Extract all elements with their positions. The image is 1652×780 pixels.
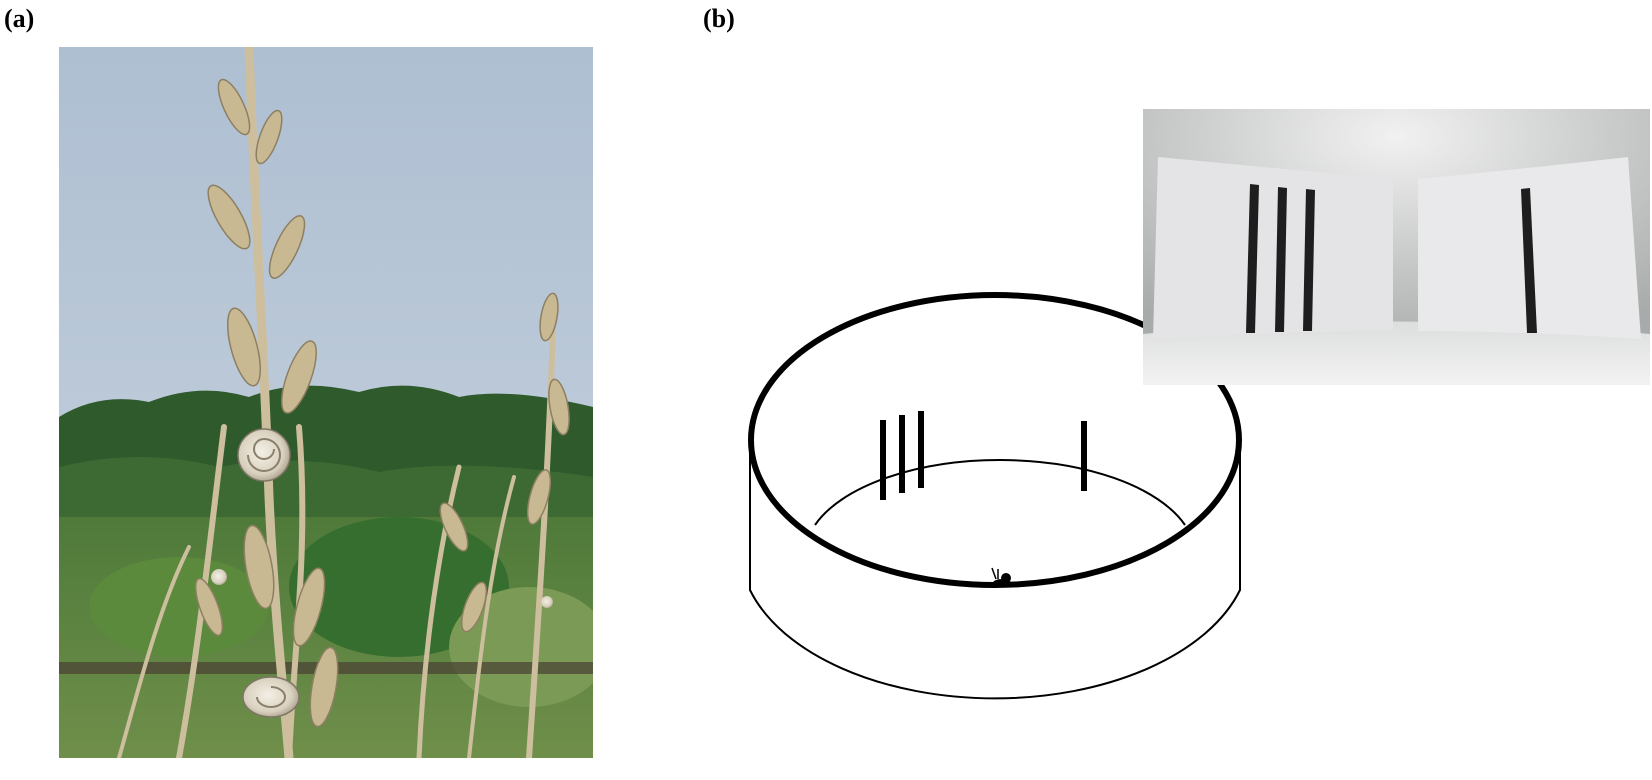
snail-silhouette bbox=[991, 567, 1011, 587]
arena-interior-photo bbox=[1143, 109, 1650, 385]
field-photo bbox=[59, 47, 593, 758]
panel-b-label: (b) bbox=[703, 4, 735, 33]
cylindrical-arena-diagram bbox=[730, 270, 1270, 775]
snail-shell bbox=[237, 428, 291, 482]
panel-a-label: (a) bbox=[4, 4, 35, 33]
